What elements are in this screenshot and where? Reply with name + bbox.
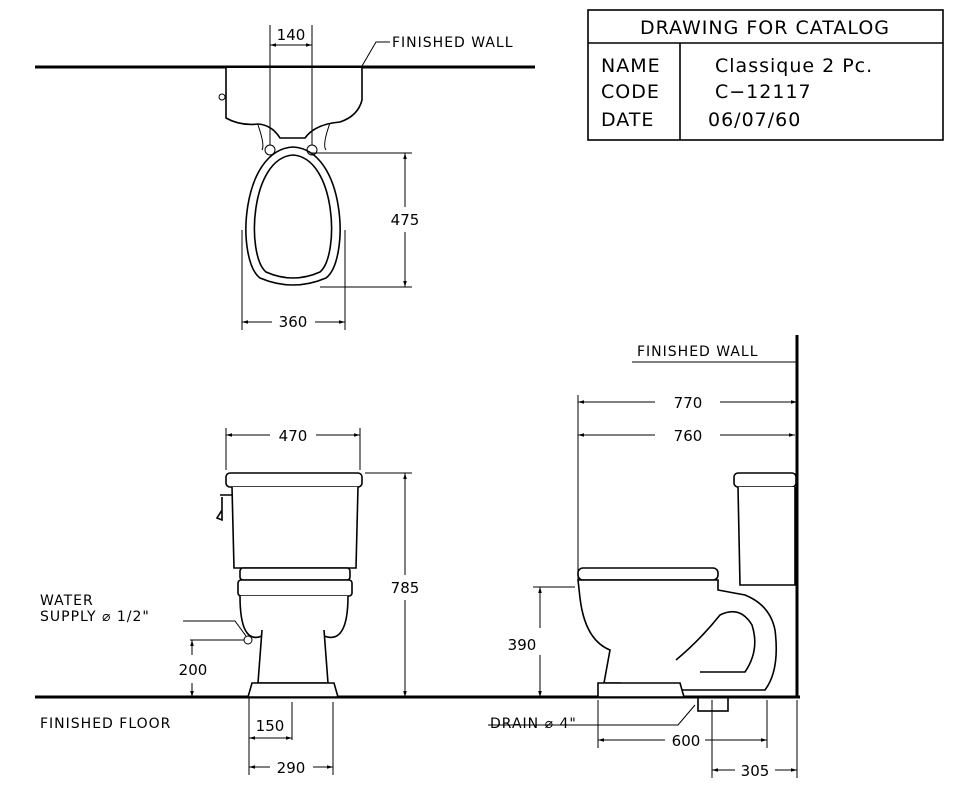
finished-wall-label-top: FINISHED WALL — [392, 35, 514, 51]
code-label: CODE — [601, 81, 660, 103]
tank-top — [225, 68, 363, 139]
top-view: FINISHED WALL 140 475 360 — [35, 25, 535, 331]
dim-600: 600 — [672, 732, 701, 750]
water-supply-label-2: SUPPLY ⌀ 1/2" — [40, 609, 150, 625]
name-value: Classique 2 Pc. — [715, 55, 873, 77]
date-value: 06/07/60 — [708, 109, 801, 131]
tank-front — [231, 486, 359, 569]
dim-760: 760 — [674, 427, 703, 445]
dim-360: 360 — [279, 313, 308, 331]
finished-wall-label-side: FINISHED WALL — [637, 344, 759, 360]
title-heading: DRAWING FOR CATALOG — [640, 17, 890, 39]
dim-200: 200 — [179, 661, 208, 679]
code-value: C−12117 — [715, 81, 812, 103]
water-supply-label-1: WATER — [40, 593, 94, 609]
dim-305: 305 — [741, 762, 770, 780]
side-view: FINISHED WALL 770 760 390 DRAIN ⌀ 4" 600 — [488, 335, 799, 780]
dim-770: 770 — [674, 394, 703, 412]
front-view: WATER SUPPLY ⌀ 1/2" 200 470 785 150 290 — [40, 427, 419, 777]
bowl-outline-top — [245, 146, 341, 286]
title-block: DRAWING FOR CATALOG NAME Classique 2 Pc.… — [587, 9, 944, 141]
finished-floor-label: FINISHED FLOOR — [40, 716, 171, 732]
drain-label: DRAIN ⌀ 4" — [490, 716, 577, 732]
name-label: NAME — [601, 55, 661, 77]
dim-390: 390 — [508, 636, 537, 654]
dim-150: 150 — [256, 717, 285, 735]
dim-785: 785 — [391, 579, 420, 597]
dim-475: 475 — [391, 211, 420, 229]
dim-470: 470 — [279, 427, 308, 445]
dim-290: 290 — [277, 759, 306, 777]
dim-140: 140 — [277, 26, 306, 44]
date-label: DATE — [601, 109, 654, 131]
bowl-side — [577, 579, 778, 691]
tank-side — [737, 486, 796, 586]
